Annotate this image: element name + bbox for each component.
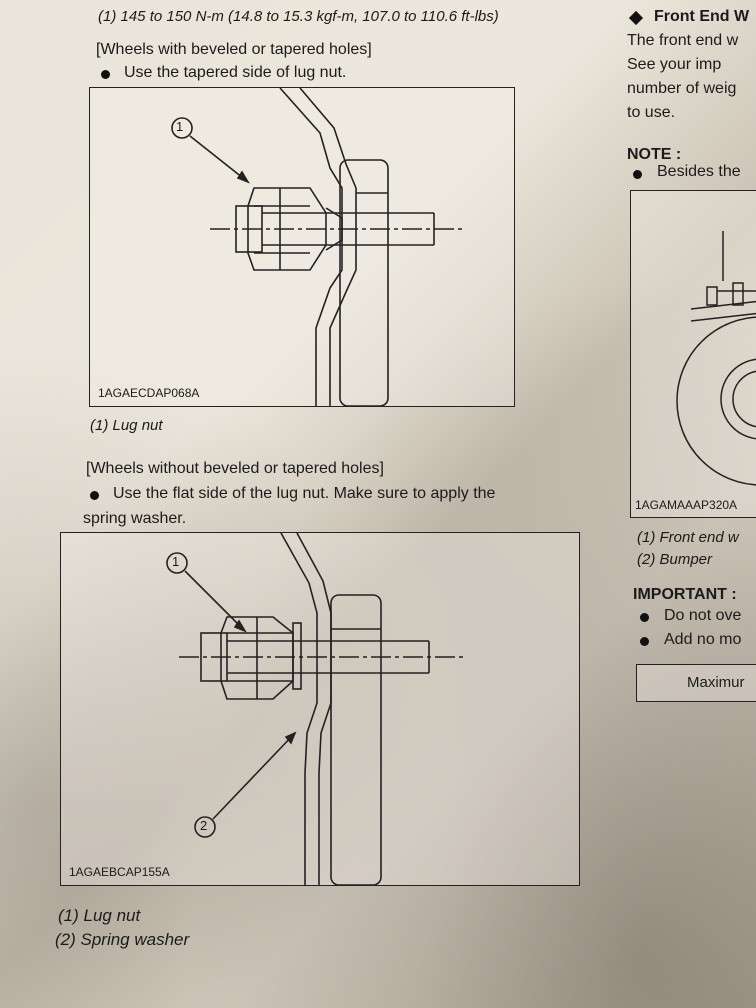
right-caption-1: (1) Front end w — [637, 529, 739, 546]
section1-bullet-text: Use the tapered side of lug nut. — [124, 64, 347, 81]
important-bullet-2: Add no mo — [664, 631, 742, 648]
torque-spec-line: (1) 145 to 150 N-m (14.8 to 15.3 kgf-m, … — [98, 8, 499, 25]
figure-front-end-weight: 1AGAMAAAP320A — [630, 190, 756, 518]
bullet-marker — [90, 491, 99, 500]
lug-nut-tapered-diagram — [171, 88, 464, 406]
fig2-callout-number-2: 2 — [200, 818, 208, 833]
right-figure-code: 1AGAMAAAP320A — [635, 498, 738, 512]
bullet-marker — [633, 170, 642, 179]
bullet-marker — [640, 613, 649, 622]
figure1-code: 1AGAECDAP068A — [98, 386, 200, 400]
max-weight-box: Maximur — [636, 664, 756, 702]
important-bullet-1: Do not ove — [664, 607, 742, 624]
section1-heading: [Wheels with beveled or tapered holes] — [96, 41, 372, 58]
right-para-line3: number of weig — [627, 80, 737, 97]
figure2-code: 1AGAEBCAP155A — [69, 865, 170, 879]
lug-nut-flat-diagram — [166, 533, 467, 885]
right-para-line2: See your imp — [627, 56, 722, 73]
right-caption-2: (2) Bumper — [637, 551, 713, 568]
front-end-weight-diagram — [676, 231, 756, 486]
note-label: NOTE : — [627, 146, 682, 163]
figure2-caption-1: (1) Lug nut — [58, 906, 141, 925]
section2-bullet-line1: Use the flat side of the lug nut. Make s… — [113, 485, 496, 502]
fig2-callout-number-1: 1 — [172, 554, 180, 569]
important-label: IMPORTANT : — [633, 586, 737, 603]
section2-bullet-line2: spring washer. — [83, 510, 187, 527]
note-bullet-text: Besides the — [657, 163, 741, 180]
bullet-marker — [101, 70, 110, 79]
right-para-line4: to use. — [627, 104, 676, 121]
figure2-caption-2: (2) Spring washer — [55, 930, 190, 949]
fig1-callout-number: 1 — [176, 119, 184, 134]
figure1-caption: (1) Lug nut — [90, 417, 163, 434]
section-diamond-icon — [628, 10, 644, 26]
max-weight-text: Maximur — [687, 674, 745, 691]
bullet-marker — [640, 637, 649, 646]
figure-lug-nut-flat: 1AGAEBCAP155A — [60, 532, 580, 886]
section2-heading: [Wheels without beveled or tapered holes… — [86, 460, 384, 477]
right-para-line1: The front end w — [627, 32, 739, 49]
figure-lug-nut-tapered: 1AGAECDAP068A — [89, 87, 515, 407]
right-section-heading: Front End W — [654, 8, 750, 25]
